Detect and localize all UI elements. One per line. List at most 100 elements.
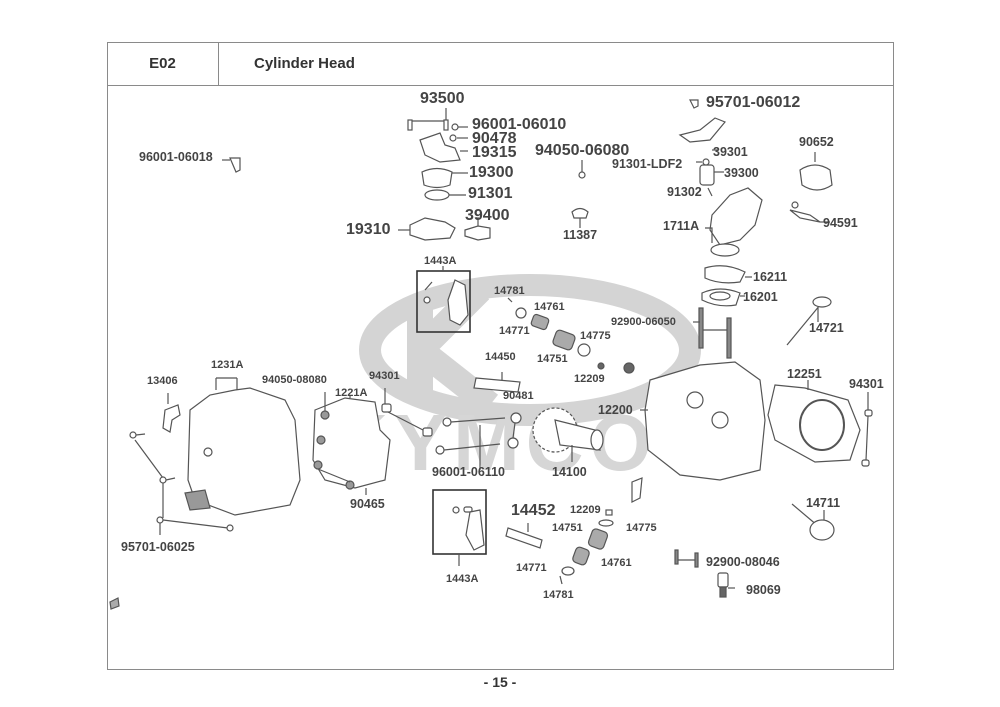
seat-14775-top [577,343,591,357]
part-label[interactable]: 95701-06025 [121,540,195,554]
part-label[interactable]: 90465 [350,497,385,511]
outer-spring-14751-bottom [587,528,609,550]
small-bolt-icon [109,597,120,610]
page-number: - 15 - [483,674,517,690]
part-label[interactable]: 91301 [468,185,513,202]
part-label[interactable]: 14775 [626,522,657,534]
page-title: Cylinder Head [254,55,355,72]
part-label[interactable]: 14751 [537,353,568,365]
hanger-13406 [162,404,181,433]
part-label[interactable]: 93500 [420,90,465,107]
part-label[interactable]: 14452 [511,502,556,519]
camshaft-14100 [532,407,604,462]
o-ring-91302 [707,187,713,197]
part-label[interactable]: 14761 [534,301,565,313]
part-label[interactable]: 16211 [753,270,788,284]
retainer-14771-bottom [561,566,575,576]
part-label[interactable]: 14721 [809,321,844,335]
bolt-96001-06018 [229,157,241,173]
part-label[interactable]: 14751 [552,522,583,534]
dowel-pins-94301-left [381,388,433,437]
part-label[interactable]: 91302 [667,185,702,199]
thermostat-housing-19310 [409,217,456,241]
cotter-14781-bottom [559,575,563,585]
part-label[interactable]: 1443A [424,255,457,267]
washers-90481 [507,412,522,449]
part-label[interactable]: 96001-06110 [432,465,505,479]
part-label[interactable]: 1711A [663,219,700,233]
stem-seal-12209-top [597,362,605,370]
part-label[interactable]: 19300 [469,164,514,181]
part-label[interactable]: 94301 [369,370,400,382]
washer-90478 [449,134,457,142]
part-label[interactable]: 90652 [799,135,834,149]
part-label[interactable]: 14771 [499,325,530,337]
part-label[interactable]: 19315 [472,144,517,161]
rocker-arm-top [447,279,469,326]
part-label[interactable]: 91301-LDF2 [612,157,683,171]
part-label[interactable]: 14771 [516,562,547,574]
part-label[interactable]: 16201 [743,290,778,304]
part-label[interactable]: 98069 [746,583,781,597]
spark-plug-98069 [717,572,735,598]
seat-14775-bottom [598,519,614,527]
part-label[interactable]: 94301 [849,377,884,391]
part-label[interactable]: 94050-06080 [535,142,630,159]
retainer-14771-top [515,307,527,319]
part-label[interactable]: 14761 [601,557,632,569]
part-label[interactable]: 14711 [806,496,841,510]
part-label[interactable]: 90478 [472,130,517,147]
thermostat-bolts-93500 [407,108,449,131]
band-clamp-90652 [799,164,833,191]
part-label[interactable]: 12209 [574,373,605,385]
part-label[interactable]: 96001-06018 [139,150,213,164]
washers-90465-leader [317,468,351,483]
part-label[interactable]: 13406 [147,375,178,387]
part-label[interactable]: 14781 [494,285,525,297]
valve-guide [631,477,643,503]
bolt-95701-06012 [689,99,699,109]
o-ring-91301 [424,189,450,201]
o-ring-91301-LDF2 [702,158,710,166]
part-label[interactable]: 19310 [346,221,391,238]
intake-valve-14711 [791,503,835,541]
cylinder-head-12200 [644,361,766,481]
rocker-shaft-14452 [505,527,543,549]
bolt-96001-06010 [451,123,459,131]
part-label[interactable]: 94591 [823,216,858,230]
stud-bolts-92900-06050 [693,307,732,359]
part-label[interactable]: 11387 [563,228,598,242]
part-label[interactable]: 39301 [713,145,748,159]
dowel-pins-94301-right [861,392,873,467]
part-label[interactable]: 1221A [335,387,368,399]
rocker-shaft-14450 [473,377,521,393]
injector-holder-39301 [678,117,726,143]
part-label[interactable]: 92900-06050 [611,316,676,328]
part-label[interactable]: 14100 [552,465,587,479]
clamp-11387 [571,207,589,219]
plug [623,362,635,374]
part-label[interactable]: 12209 [570,504,601,516]
part-label[interactable]: 1231A [211,359,244,371]
part-label[interactable]: 39400 [465,207,510,224]
part-label[interactable]: 14781 [543,589,574,601]
cotter-14781-top [507,297,513,303]
part-label[interactable]: 1443A [446,573,479,585]
thermostat-19300 [421,167,453,189]
part-label[interactable]: 14450 [485,351,516,363]
bolts-95701-06025 [129,431,234,535]
part-label[interactable]: 92900-08046 [706,555,780,569]
part-label[interactable]: 95701-06012 [706,94,801,111]
stud-bolts-92900-08046 [674,549,699,568]
part-label[interactable]: 39300 [724,166,759,180]
intake-manifold-1711A [709,187,763,246]
part-label[interactable]: 94050-08080 [262,374,327,386]
part-label[interactable]: 12200 [598,403,633,417]
part-label[interactable]: 96001-06010 [472,116,567,133]
injector-39300 [699,164,715,186]
part-label[interactable]: 90481 [503,390,534,402]
part-label[interactable]: 12251 [787,367,822,381]
stem-seal-12209-bottom [605,509,613,516]
part-label[interactable]: 14775 [580,330,611,342]
